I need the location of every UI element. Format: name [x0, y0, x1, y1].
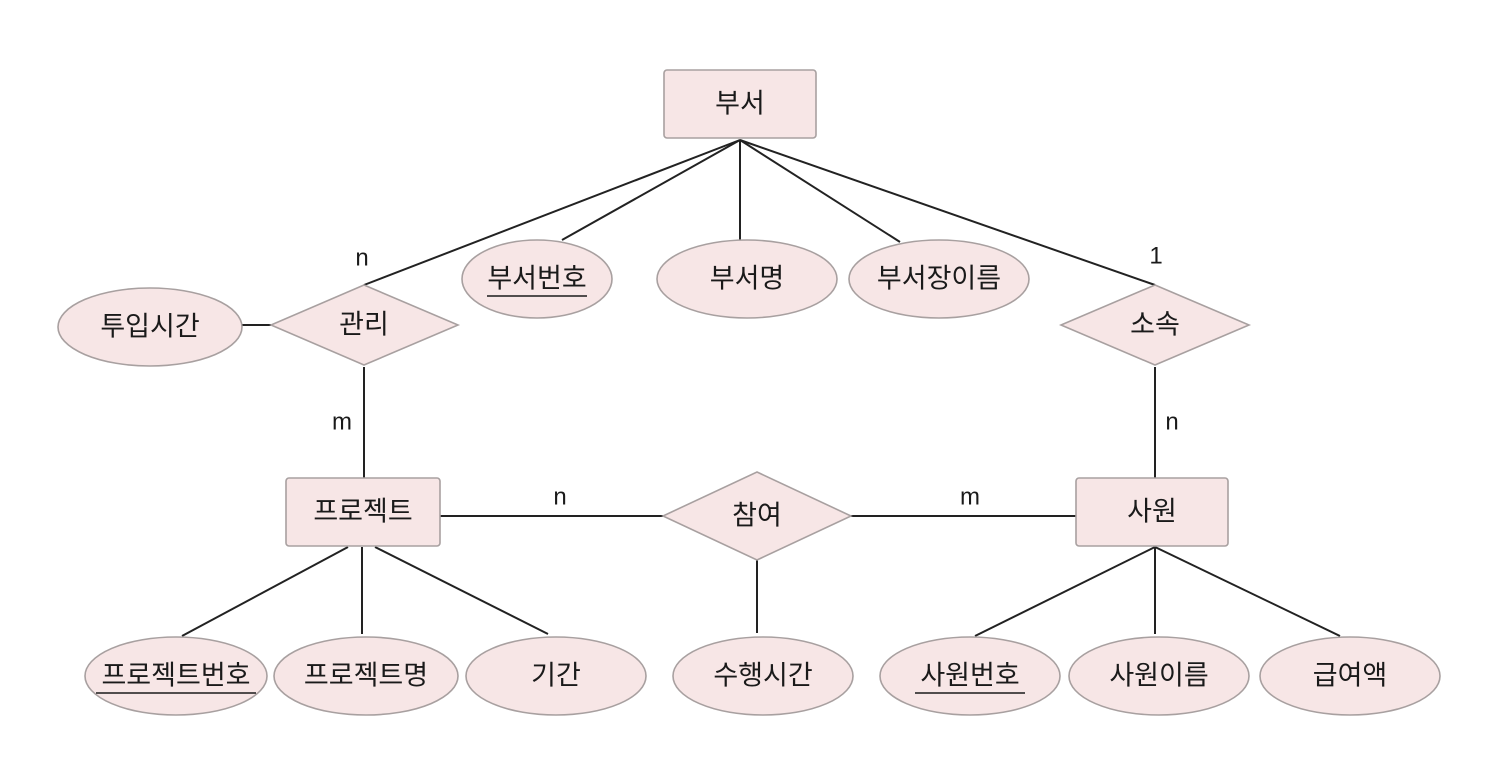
attribute-dept-no-label: 부서번호	[487, 264, 586, 295]
cardinality-participate-project: n	[553, 484, 566, 511]
attribute-dept-no[interactable]: 부서번호	[461, 239, 613, 319]
relationship-participate[interactable]: 참여	[661, 471, 853, 561]
line-project-period	[374, 546, 549, 635]
cardinality-participate-employee: m	[960, 484, 980, 511]
attribute-emp-no-label: 사원번호	[920, 661, 1019, 692]
attribute-input-time-label: 투입시간	[100, 312, 199, 343]
attribute-project-no-label: 프로젝트번호	[101, 661, 250, 692]
relationship-belong-label: 소속	[1130, 310, 1180, 341]
attribute-project-name[interactable]: 프로젝트명	[273, 636, 459, 716]
line-department-dept-no	[561, 139, 741, 241]
line-employee-emp-no	[974, 546, 1156, 637]
entity-department[interactable]: 부서	[663, 69, 817, 139]
attribute-salary-label: 급여액	[1313, 661, 1388, 692]
attribute-work-time[interactable]: 수행시간	[672, 636, 854, 716]
attribute-dept-name[interactable]: 부서명	[656, 239, 838, 319]
attribute-period[interactable]: 기간	[465, 636, 647, 716]
attribute-project-no[interactable]: 프로젝트번호	[84, 636, 268, 716]
attribute-project-name-label: 프로젝트명	[304, 661, 428, 692]
attribute-input-time[interactable]: 투입시간	[57, 287, 243, 367]
relationship-participate-label: 참여	[732, 501, 782, 532]
attribute-work-time-label: 수행시간	[713, 661, 812, 692]
line-department-belong	[739, 139, 1156, 286]
entity-project-label: 프로젝트	[313, 497, 412, 528]
cardinality-belong-department: 1	[1149, 243, 1162, 270]
entity-employee[interactable]: 사원	[1075, 477, 1229, 547]
attribute-dept-head-name-label: 부서장이름	[877, 264, 1001, 295]
cardinality-labels: n m 1 n n m	[332, 243, 1179, 511]
connector-lines	[181, 139, 1341, 637]
entity-employee-label: 사원	[1127, 497, 1177, 528]
relationship-manage-label: 관리	[339, 310, 389, 341]
attribute-dept-head-name[interactable]: 부서장이름	[848, 239, 1030, 319]
cardinality-manage-department: n	[355, 245, 368, 272]
cardinality-belong-employee: n	[1165, 409, 1178, 436]
entity-project[interactable]: 프로젝트	[285, 477, 441, 547]
relationship-belong[interactable]: 소속	[1058, 284, 1252, 366]
attribute-emp-name-label: 사원이름	[1109, 661, 1208, 692]
cardinality-manage-project: m	[332, 409, 352, 436]
attribute-dept-name-label: 부서명	[710, 264, 785, 295]
relationship-manage[interactable]: 관리	[268, 284, 461, 366]
line-department-manage	[363, 139, 741, 286]
attribute-emp-name[interactable]: 사원이름	[1068, 636, 1250, 716]
entity-department-label: 부서	[715, 89, 765, 120]
attribute-emp-no[interactable]: 사원번호	[879, 636, 1061, 716]
line-employee-salary	[1154, 546, 1341, 637]
attribute-salary[interactable]: 급여액	[1259, 636, 1441, 716]
line-project-project-no	[181, 546, 349, 637]
line-department-dept-head-name	[739, 139, 901, 243]
attribute-period-label: 기간	[531, 661, 581, 692]
